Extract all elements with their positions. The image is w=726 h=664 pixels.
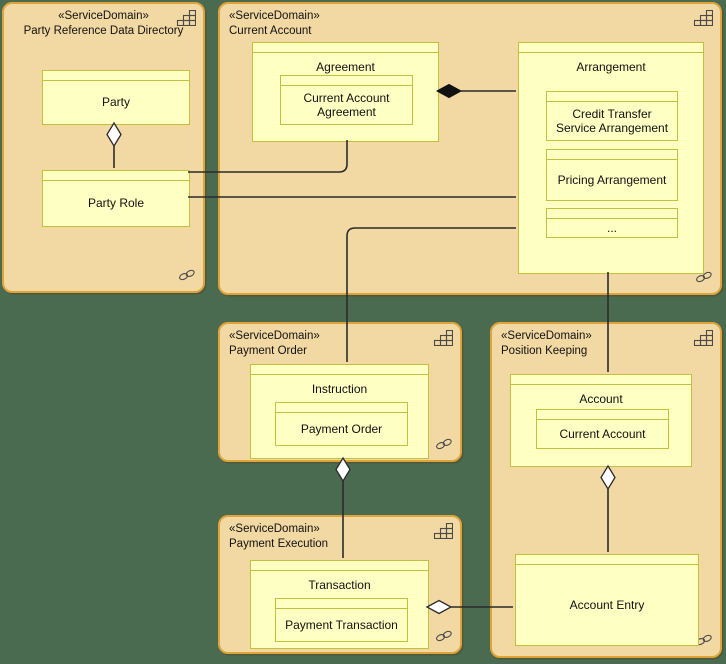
business-object-payment-transaction[interactable]: Payment Transaction	[275, 598, 408, 642]
domain-header: «ServiceDomain» Payment Execution	[229, 522, 451, 552]
object-label: Payment Order	[300, 421, 383, 436]
module-grid-icon	[693, 9, 714, 31]
domain-header: «ServiceDomain» Party Reference Data Dir…	[13, 9, 194, 39]
object-label: Arrangement	[576, 60, 646, 74]
business-object-more[interactable]: ...	[546, 208, 678, 238]
service-domain-payment-execution[interactable]: «ServiceDomain» Payment Execution Transa…	[218, 515, 462, 654]
service-domain-party-reference-data-directory[interactable]: «ServiceDomain» Party Reference Data Dir…	[2, 2, 205, 293]
business-object-pricing-arrangement[interactable]: Pricing Arrangement	[546, 149, 678, 201]
business-object-credit-transfer-service-arrangement[interactable]: Credit Transfer Service Arrangement	[546, 91, 678, 141]
object-label: Account Entry	[569, 597, 645, 612]
domain-name-label: Current Account	[229, 25, 312, 37]
module-grid-icon	[176, 9, 197, 31]
domain-name-label: Party Reference Data Directory	[23, 25, 184, 37]
object-label: Current Account Agreement	[303, 90, 390, 119]
object-label: Transaction	[308, 578, 371, 592]
business-object-arrangement[interactable]: Arrangement Credit Transfer Service Arra…	[518, 42, 704, 274]
domain-header: «ServiceDomain» Position Keeping	[501, 329, 711, 359]
stereotype-label: «ServiceDomain»	[58, 10, 149, 22]
business-object-payment-order[interactable]: Payment Order	[275, 402, 408, 446]
object-label: Party Role	[87, 196, 145, 210]
object-label: Credit Transfer Service Arrangement	[555, 106, 669, 135]
object-label: Account	[579, 392, 623, 406]
business-object-party-role[interactable]: Party Role	[42, 170, 190, 227]
stereotype-label: «ServiceDomain»	[229, 523, 320, 535]
chain-link-icon	[435, 437, 453, 455]
domain-header: «ServiceDomain» Current Account	[229, 9, 711, 39]
domain-name-label: Payment Execution	[229, 538, 329, 550]
business-object-transaction[interactable]: Transaction Payment Transaction	[250, 560, 429, 649]
module-grid-icon	[433, 522, 454, 544]
domain-name-label: Payment Order	[229, 345, 307, 357]
stereotype-label: «ServiceDomain»	[229, 330, 320, 342]
chain-link-icon	[695, 270, 713, 288]
business-object-party[interactable]: Party	[42, 70, 190, 125]
object-label: Pricing Arrangement	[557, 172, 667, 187]
object-label: Instruction	[311, 382, 368, 396]
domain-name-label: Position Keeping	[501, 345, 588, 357]
business-object-account-entry[interactable]: Account Entry	[515, 554, 699, 646]
object-label: Party	[101, 95, 130, 109]
business-object-account[interactable]: Account Current Account	[510, 374, 692, 467]
service-domain-payment-order[interactable]: «ServiceDomain» Payment Order Instructio…	[218, 322, 462, 462]
stereotype-label: «ServiceDomain»	[229, 10, 320, 22]
chain-link-icon	[435, 629, 453, 647]
domain-header: «ServiceDomain» Payment Order	[229, 329, 451, 359]
object-label: Current Account	[559, 426, 646, 441]
business-object-agreement[interactable]: Agreement Current Account Agreement	[252, 42, 439, 142]
service-domain-position-keeping[interactable]: «ServiceDomain» Position Keeping Account…	[490, 322, 722, 658]
chain-link-icon	[178, 268, 196, 286]
object-label: ...	[606, 220, 617, 235]
business-object-instruction[interactable]: Instruction Payment Order	[250, 364, 429, 459]
module-grid-icon	[433, 329, 454, 351]
object-label: Payment Transaction	[285, 617, 398, 632]
business-object-current-account-agreement[interactable]: Current Account Agreement	[280, 75, 413, 125]
business-object-current-account[interactable]: Current Account	[536, 409, 669, 449]
module-grid-icon	[693, 329, 714, 351]
stereotype-label: «ServiceDomain»	[501, 330, 592, 342]
object-label: Agreement	[316, 60, 375, 74]
service-domain-current-account[interactable]: «ServiceDomain» Current Account Agreemen…	[218, 2, 722, 295]
